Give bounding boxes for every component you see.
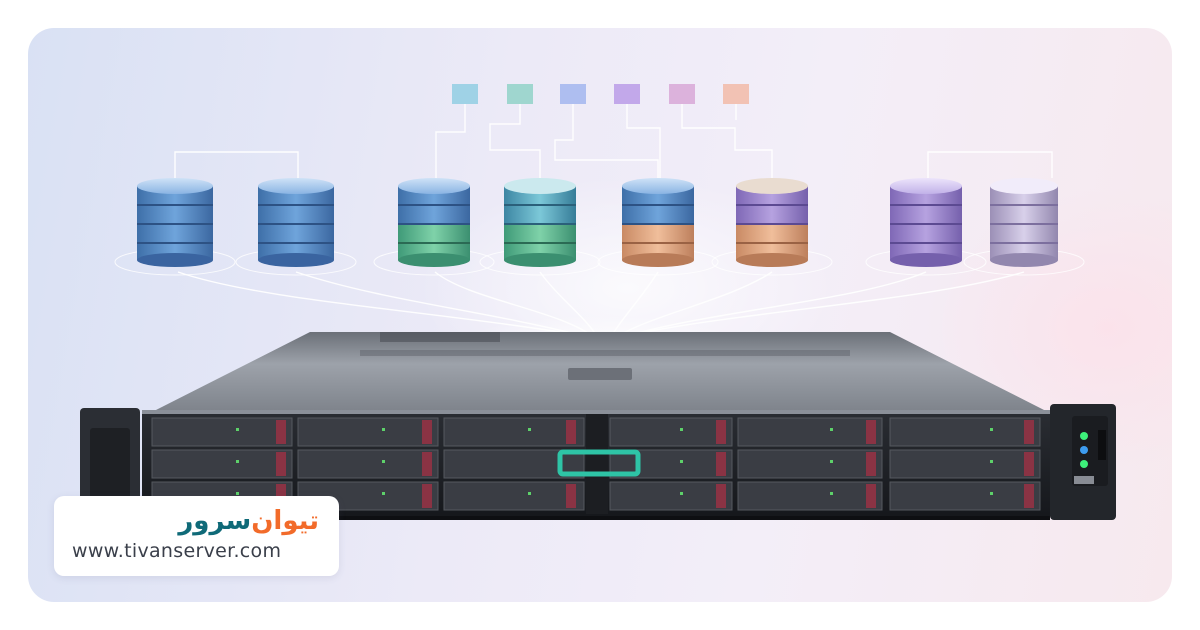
status-led-icon bbox=[1080, 460, 1088, 468]
website-url[interactable]: www.tivanserver.com bbox=[72, 540, 282, 562]
status-led-icon bbox=[1080, 432, 1088, 440]
database-icon bbox=[235, 178, 357, 276]
database-icon bbox=[114, 178, 236, 276]
brand-logo-card[interactable]: تیوان سرور www.tivanserver.com bbox=[54, 496, 339, 576]
brand-logo: تیوان سرور bbox=[178, 504, 319, 538]
data-tags bbox=[452, 84, 749, 104]
database-icon bbox=[711, 178, 833, 276]
brand-name-part1: تیوان bbox=[251, 506, 319, 536]
status-led-icon bbox=[1080, 446, 1088, 454]
database-icon bbox=[865, 178, 987, 276]
status-led-icon bbox=[236, 428, 993, 495]
vendor-logo bbox=[557, 449, 641, 477]
database-icon bbox=[479, 178, 601, 276]
database-icon bbox=[597, 178, 719, 276]
database-icon bbox=[963, 178, 1085, 276]
database-icon bbox=[373, 178, 495, 276]
brand-name-part2: سرور bbox=[178, 506, 252, 536]
